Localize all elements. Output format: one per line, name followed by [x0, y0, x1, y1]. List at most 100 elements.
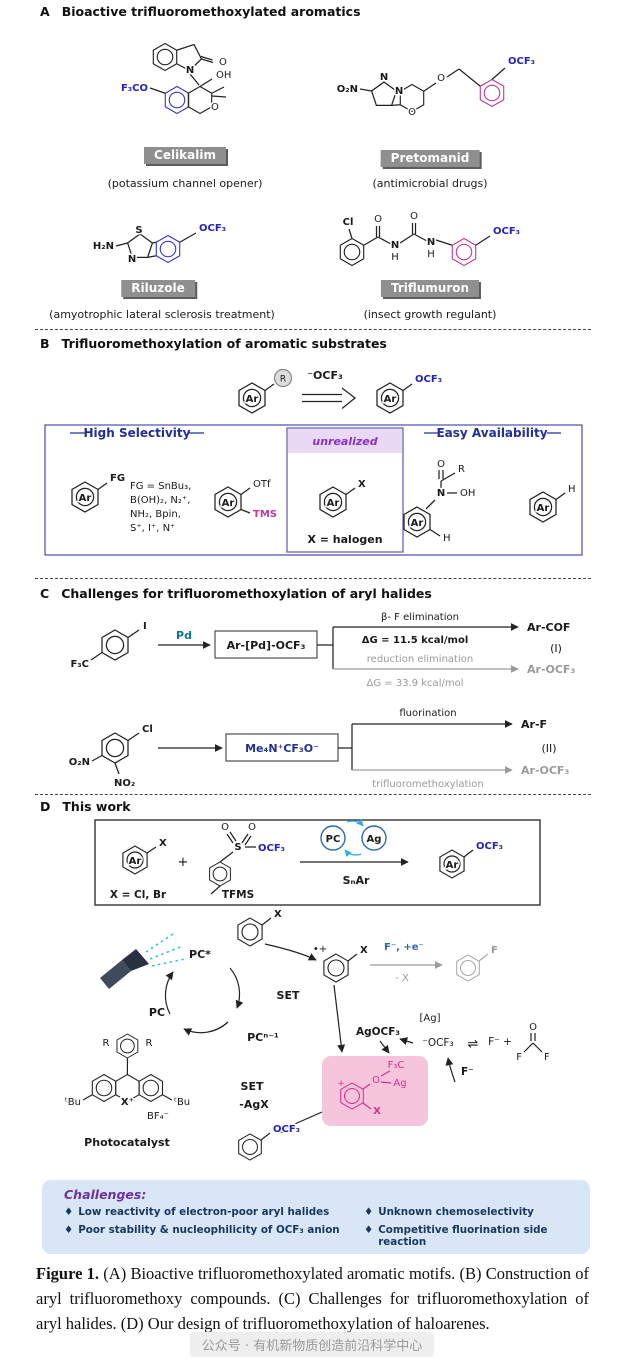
- fg-list-2: B(OH)₂, N₂⁺,: [130, 495, 190, 506]
- pd-label: Pd: [176, 629, 192, 642]
- compound-name-pretomanid: Pretomanid: [380, 150, 480, 167]
- intermediate-x: X: [373, 1106, 381, 1117]
- ar-f-gray-product: F: [491, 945, 498, 956]
- tfms-o1: O: [221, 822, 229, 833]
- tms-label: TMS: [253, 509, 277, 520]
- product-ocf3: OCF₃: [415, 374, 442, 385]
- intermediate-f3c: F₃C: [388, 1060, 405, 1071]
- ar-label: Ar: [327, 498, 340, 509]
- ar-label: Ar: [79, 493, 92, 504]
- challenge-item-3: ♦Poor stability & nucleophilicity of OCF…: [64, 1224, 364, 1249]
- radical-x: X: [360, 945, 368, 956]
- photocatalyst-bf4: BF₄⁻: [147, 1111, 169, 1122]
- cof2-o: O: [529, 1022, 537, 1033]
- lamp-body-icon: [100, 960, 131, 989]
- riluzole-ocf3: OCF₃: [199, 223, 226, 234]
- me4n-reagent: Me₄N⁺CF₃O⁻: [245, 742, 319, 755]
- challenge-text-4: Competitive fluorination side reaction: [378, 1223, 548, 1248]
- challenge-item-4: ♦ Competitive fluorination side reaction: [364, 1223, 586, 1249]
- arx-x: X: [274, 909, 282, 920]
- final-product-ocf3: OCF₃: [273, 1124, 300, 1135]
- r-group-label: R: [280, 375, 286, 385]
- ar-ocf3-product-gray2: Ar-OCF₃: [521, 764, 569, 777]
- triflumuron-n1: N: [391, 240, 399, 251]
- snar-label: SₙAr: [343, 874, 370, 887]
- x-halogen-note: X = halogen: [307, 533, 382, 546]
- tfms-o2: O: [248, 822, 256, 833]
- dg1-label: ΔG = 11.5 kcal/mol: [362, 635, 469, 646]
- diamond-bullet-icon: ♦: [364, 1223, 374, 1236]
- ar-label: Ar: [129, 856, 142, 867]
- panel-c-letter: C: [40, 586, 50, 601]
- intermediate-o: O: [372, 1075, 380, 1086]
- o2n-label: O₂N: [69, 757, 90, 768]
- otf-label: OTf: [253, 479, 271, 490]
- lamp-head-icon: [122, 949, 149, 971]
- plus-sign: +: [178, 855, 189, 870]
- compound-desc-celikalim: (potassium channel opener): [107, 177, 263, 190]
- celikalim-carbonyl-o: O: [219, 57, 227, 68]
- f3c-label: F₃C: [70, 659, 89, 670]
- ar-cof-product: Ar-COF: [527, 621, 570, 634]
- compound-name-riluzole: Riluzole: [121, 280, 195, 297]
- f-minus-label: F⁻: [461, 1066, 474, 1078]
- ar-label: Ar: [446, 860, 459, 871]
- unrealized-banner: unrealized: [312, 435, 377, 448]
- minus-x-label: - X: [395, 973, 409, 984]
- trifluoromethoxylation-label: trifluoromethoxylation: [372, 779, 483, 790]
- riluzole-s: S: [135, 225, 142, 236]
- separator-1: [35, 329, 591, 330]
- photocatalyst-caption: Photocatalyst: [84, 1136, 170, 1149]
- celikalim-n: N: [186, 65, 194, 76]
- panel-d-letter: D: [40, 799, 51, 814]
- reduction-elimination-label: reduction elimination: [367, 654, 473, 665]
- pc-star-label: PC*: [189, 948, 211, 961]
- intermediate-ag: Ag: [393, 1078, 406, 1089]
- ar-label: Ar: [222, 498, 235, 509]
- caption-text: (A) Bioactive trifluoromethoxylated arom…: [36, 1264, 589, 1333]
- easy-availability-header: Easy Availability: [436, 426, 547, 440]
- compound-name-triflumuron: Triflumuron: [380, 280, 480, 297]
- photocatalyst-tbu2: ᵗBu: [174, 1097, 190, 1108]
- figure-artwork: N O OH O F₃CO O₂N N N O O OCF₃: [44, 42, 583, 1161]
- compound-desc-triflumuron: (insect growth regulant): [363, 308, 497, 321]
- amide-o: O: [437, 459, 445, 470]
- challenges-title: Challenges:: [64, 1187, 147, 1202]
- pretomanid-ocf3: OCF₃: [508, 56, 535, 67]
- pretomanid-structure: O₂N N N O O OCF₃: [335, 55, 536, 120]
- pretomanid-n2: N: [395, 86, 403, 97]
- panel-a-structures: N O OH O F₃CO O₂N N N O O OCF₃: [91, 42, 537, 267]
- intermediate-plus: +: [337, 1079, 345, 1089]
- riluzole-n: N: [128, 254, 136, 265]
- fg-list-1: FG = SnBu₃,: [130, 481, 191, 492]
- photocatalyst-r2: R: [146, 1038, 153, 1049]
- challenge-text-1: Low reactivity of electron-poor aryl hal…: [78, 1206, 330, 1218]
- panel-b-scheme: Ar R ⁻OCF₃ Ar OCF₃ High Selectivity Easy…: [44, 368, 583, 556]
- challenges-grid: ♦ Low reactivity of electron-poor aryl ha…: [64, 1206, 590, 1249]
- photocatalyst-tbu1: ᵗBu: [65, 1097, 81, 1108]
- panel-d-scheme: Ar X X = Cl, Br + S O O OCF₃ TFMS PC Ag …: [94, 818, 541, 906]
- panel-b-title: Trifluoromethoxylation of aromatic subst…: [61, 336, 387, 351]
- fluorination-label: fluorination: [399, 708, 456, 719]
- minus-agx-label: -AgX: [239, 1098, 269, 1111]
- triflumuron-cl: Cl: [343, 217, 354, 228]
- reaction-i-tag: (I): [550, 642, 562, 655]
- chloride-label: Cl: [142, 724, 153, 735]
- no2-label: NO₂: [114, 778, 135, 789]
- fg-list-3: NH₂, Bpin,: [130, 509, 181, 520]
- separator-2: [35, 578, 591, 579]
- amide-oh: OH: [460, 488, 475, 499]
- ocf3-anion-reagent: ⁻OCF₃: [307, 369, 343, 382]
- watermark: 公众号 · 有机新物质创造前沿科学中心: [189, 1332, 435, 1357]
- iodide-label: I: [143, 621, 147, 632]
- pretomanid-ring-o: O: [408, 107, 416, 118]
- challenge-text-2: Unknown chemoselectivity: [378, 1206, 534, 1218]
- triflumuron-o2: O: [410, 211, 418, 222]
- celikalim-oh: OH: [216, 70, 231, 81]
- x-cl-br-note: X = Cl, Br: [110, 889, 167, 901]
- panel-b-letter: B: [40, 336, 50, 351]
- ortho-h: H: [443, 533, 451, 544]
